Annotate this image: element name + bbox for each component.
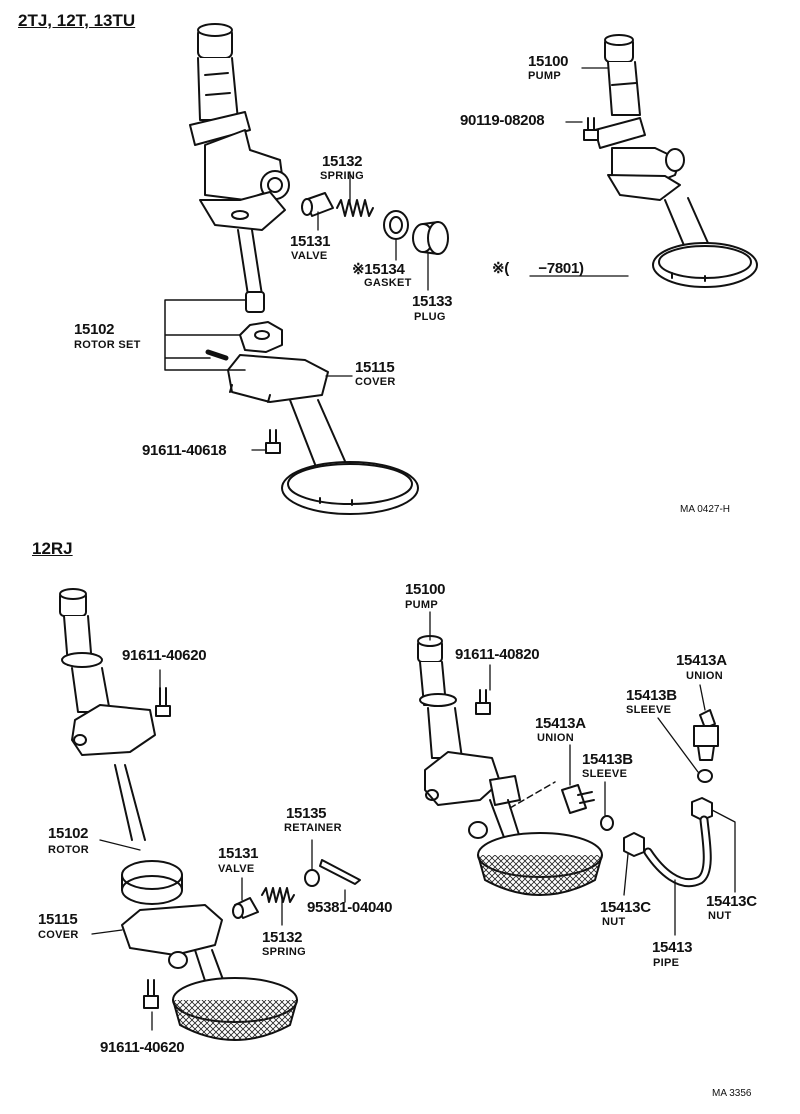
part-number-15133: 15133 bbox=[412, 293, 453, 310]
part-number-91611-40620-top: 91611-40620 bbox=[122, 647, 207, 664]
top-left-leaders bbox=[251, 171, 429, 451]
part-name-gasket: GASKET bbox=[364, 277, 412, 289]
part-number-15413c-right: 15413C bbox=[706, 893, 757, 910]
section-title-bottom: 12RJ bbox=[32, 539, 73, 558]
part-name-rotor: ROTOR bbox=[48, 844, 90, 856]
part-name-cover: COVER bbox=[355, 376, 396, 388]
part-number-15132: 15132 bbox=[322, 153, 363, 170]
top-right-bolt bbox=[583, 117, 599, 141]
part-number-15115: 15115 bbox=[355, 359, 395, 376]
part-name-rotor-set: ROTOR SET bbox=[74, 339, 141, 351]
bottom-right-fittings bbox=[475, 689, 719, 888]
top-left-pump-assembly bbox=[189, 23, 419, 515]
part-number-15413: 15413 bbox=[652, 939, 693, 956]
part-name-pump-top: PUMP bbox=[528, 70, 561, 82]
part-number-91611-40620-bottom: 91611-40620 bbox=[100, 1039, 185, 1056]
bottom-left-bolts bbox=[143, 687, 171, 1009]
part-number-15115-bottom: 15115 bbox=[38, 911, 78, 928]
bottom-left-relief-parts bbox=[232, 859, 361, 919]
figure-code-top: MA 0427-H bbox=[680, 504, 731, 515]
part-number-15102: 15102 bbox=[74, 321, 115, 338]
section-title-top: 2TJ, 12T, 13TU bbox=[18, 11, 136, 30]
bottom-left-leaders bbox=[91, 669, 346, 1031]
part-name-valve-bottom: VALVE bbox=[218, 863, 255, 875]
part-number-15413a-mid: 15413A bbox=[535, 715, 586, 732]
part-name-sleeve-right: SLEEVE bbox=[626, 704, 672, 716]
part-number-91611-40618: 91611-40618 bbox=[142, 442, 227, 459]
top-right-leaders bbox=[529, 67, 629, 277]
part-number-15135: 15135 bbox=[286, 805, 327, 822]
part-name-nut-left: NUT bbox=[602, 916, 626, 928]
part-number-15132-bottom: 15132 bbox=[262, 929, 303, 946]
part-number-91611-40820: 91611-40820 bbox=[455, 646, 540, 663]
part-name-spring-bottom: SPRING bbox=[262, 946, 306, 958]
part-number-15131-bottom: 15131 bbox=[218, 845, 259, 862]
part-number-15413c-left: 15413C bbox=[600, 899, 651, 916]
part-number-15413b-mid: 15413B bbox=[582, 751, 633, 768]
part-name-cover-bottom: COVER bbox=[38, 929, 79, 941]
part-number-15413a-right: 15413A bbox=[676, 652, 727, 669]
bottom-right-pump-assembly bbox=[417, 635, 603, 896]
note-serial-range: ※( −7801) bbox=[492, 260, 584, 277]
part-number-15134: ※15134 bbox=[352, 261, 405, 278]
part-name-pipe: PIPE bbox=[653, 957, 680, 969]
part-name-nut-right: NUT bbox=[708, 910, 732, 922]
part-name-valve: VALVE bbox=[291, 250, 328, 262]
top-left-bolt bbox=[265, 429, 281, 454]
top-right-pump-assembly bbox=[594, 34, 758, 288]
part-name-plug: PLUG bbox=[414, 311, 446, 323]
part-number-15413b-right: 15413B bbox=[626, 687, 677, 704]
part-name-spring: SPRING bbox=[320, 170, 364, 182]
part-name-pump-bottom: PUMP bbox=[405, 599, 438, 611]
part-name-union-right: UNION bbox=[686, 670, 723, 682]
part-name-sleeve-mid: SLEEVE bbox=[582, 768, 628, 780]
part-name-union-mid: UNION bbox=[537, 732, 574, 744]
bottom-right-leaders bbox=[429, 611, 736, 936]
bottom-left-pump-assembly bbox=[59, 588, 298, 1041]
part-name-retainer: RETAINER bbox=[284, 822, 342, 834]
figure-code-bottom: MA 3356 bbox=[712, 1088, 752, 1099]
part-number-15100-top: 15100 bbox=[528, 53, 569, 70]
part-number-15100-bottom: 15100 bbox=[405, 581, 446, 598]
top-left-relief-parts bbox=[301, 192, 449, 255]
part-number-95381-04040: 95381-04040 bbox=[307, 899, 393, 916]
part-number-15131: 15131 bbox=[290, 233, 331, 250]
part-number-15102-bottom: 15102 bbox=[48, 825, 89, 842]
part-number-90119-08208: 90119-08208 bbox=[460, 112, 545, 129]
